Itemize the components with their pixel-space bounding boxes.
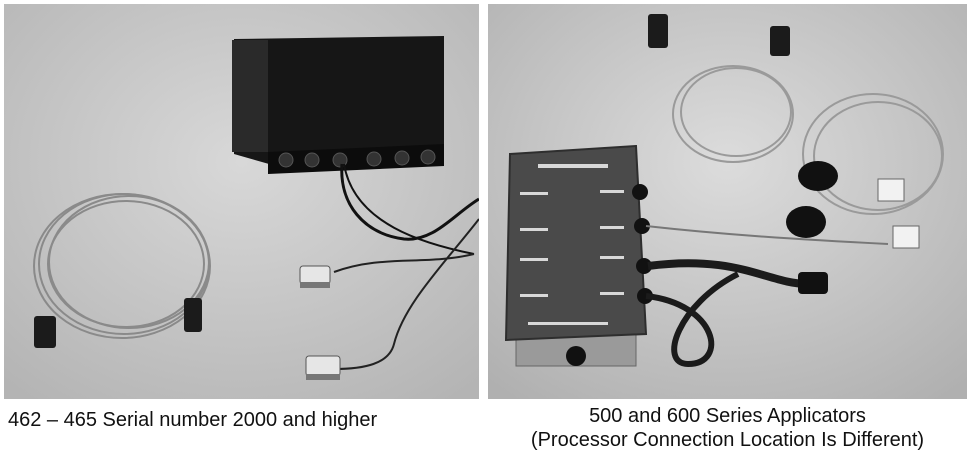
processor-box-photo-icon	[4, 4, 479, 399]
caption-right-line1: 500 and 600 Series Applicators	[589, 405, 866, 427]
caption-left: 462 – 465 Serial number 2000 and higher	[8, 409, 378, 431]
photo-500-600-series-processor	[488, 4, 967, 399]
processor-enclosure-photo-icon	[488, 4, 967, 399]
sensor-connector-icon	[299, 265, 331, 288]
caption-right: 500 and 600 Series Applicators (Processo…	[488, 404, 967, 452]
sensor-connector-icon	[305, 355, 341, 380]
caption-right-line2: (Processor Connection Location Is Differ…	[530, 429, 925, 451]
photo-serial-2000-processor	[4, 4, 479, 399]
